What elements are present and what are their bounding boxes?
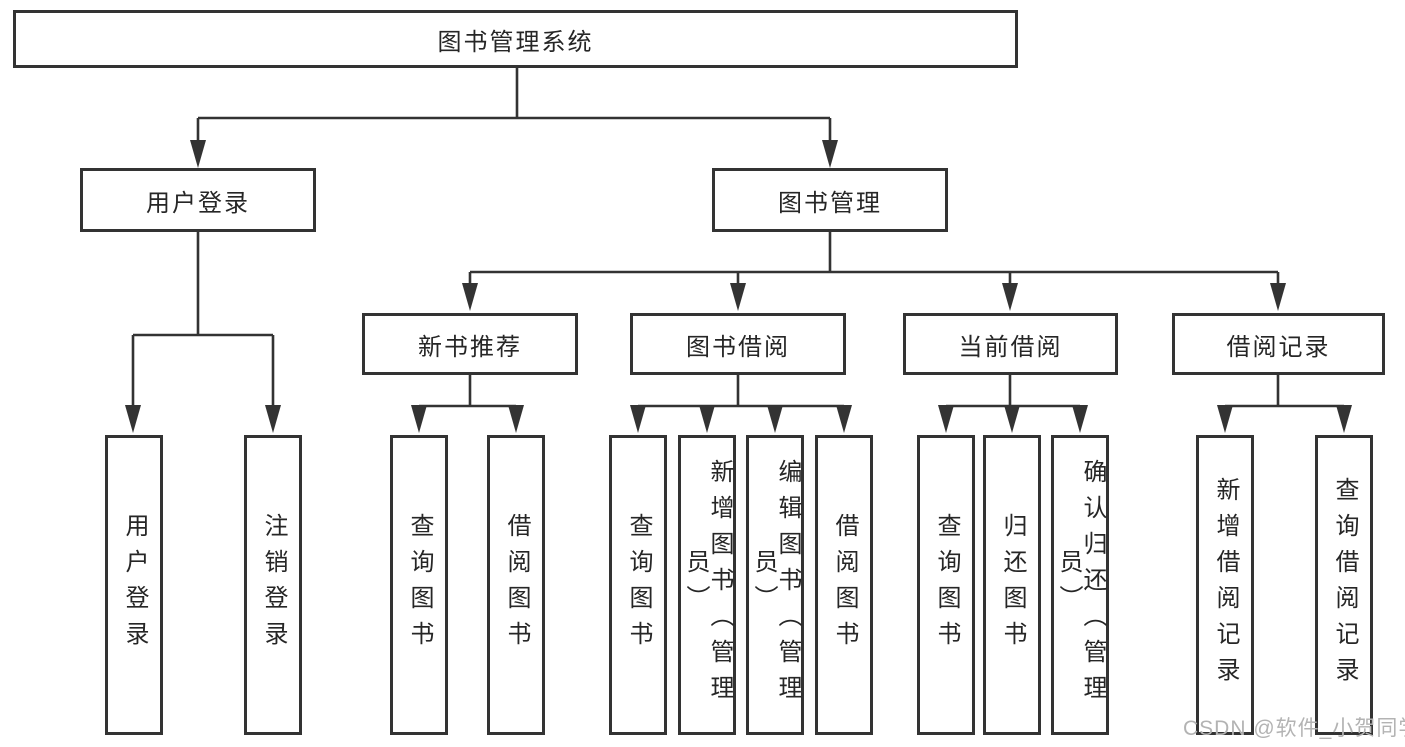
leaf-query-books-recommend: 查询图书 — [390, 435, 448, 735]
node-label: 图书借阅 — [686, 333, 790, 361]
leaf-logout: 注销登录 — [244, 435, 302, 735]
leaf-query-books-current: 查询图书 — [917, 435, 975, 735]
node-current-borrowing: 当前借阅 — [903, 313, 1118, 375]
leaf-add-books-admin: 新增图书（管理员） — [678, 435, 736, 735]
leaf-borrow-books-recommend: 借阅图书 — [487, 435, 545, 735]
node-library-management-system: 图书管理系统 — [13, 10, 1018, 68]
node-label: 归还图书 — [999, 513, 1026, 657]
node-label: 借阅记录 — [1226, 333, 1331, 361]
node-label: 用户登录 — [146, 189, 250, 217]
node-label: 图书管理系统 — [437, 28, 594, 56]
leaf-edit-books-admin: 编辑图书（管理员） — [746, 435, 804, 735]
node-user-login-group: 用户登录 — [80, 168, 316, 232]
leaf-add-borrow-record: 新增借阅记录 — [1196, 435, 1254, 735]
node-label: 查询借阅记录 — [1331, 477, 1358, 693]
leaf-borrow-books-borrowing: 借阅图书 — [815, 435, 873, 735]
node-label: 当前借阅 — [958, 333, 1063, 361]
node-book-borrowing: 图书借阅 — [630, 313, 846, 375]
node-label: 借阅图书 — [503, 513, 530, 657]
node-label: 查询图书 — [406, 513, 433, 657]
node-label: 新书推荐 — [418, 333, 522, 361]
leaf-query-books-borrowing: 查询图书 — [609, 435, 667, 735]
node-borrowing-records: 借阅记录 — [1172, 313, 1385, 375]
node-label: 注销登录 — [260, 513, 287, 657]
node-label: 查询图书 — [625, 513, 652, 657]
node-label: 新增图书（管理员） — [682, 459, 733, 711]
csdn-watermark: CSDN @软件_小贺同学 — [1183, 717, 1405, 740]
leaf-return-books: 归还图书 — [983, 435, 1041, 735]
node-new-book-recommend: 新书推荐 — [362, 313, 578, 375]
node-label: 借阅图书 — [831, 513, 858, 657]
node-label: 图书管理 — [778, 189, 882, 217]
node-label: 新增借阅记录 — [1212, 477, 1239, 693]
leaf-user-login: 用户登录 — [105, 435, 163, 735]
node-book-management: 图书管理 — [712, 168, 948, 232]
leaf-confirm-return-admin: 确认归还（管理员） — [1051, 435, 1109, 735]
node-label: 用户登录 — [121, 513, 148, 657]
node-label: 查询图书 — [933, 513, 960, 657]
leaf-query-borrow-record: 查询借阅记录 — [1315, 435, 1373, 735]
node-label: 编辑图书（管理员） — [750, 459, 801, 711]
node-label: 确认归还（管理员） — [1055, 459, 1106, 711]
